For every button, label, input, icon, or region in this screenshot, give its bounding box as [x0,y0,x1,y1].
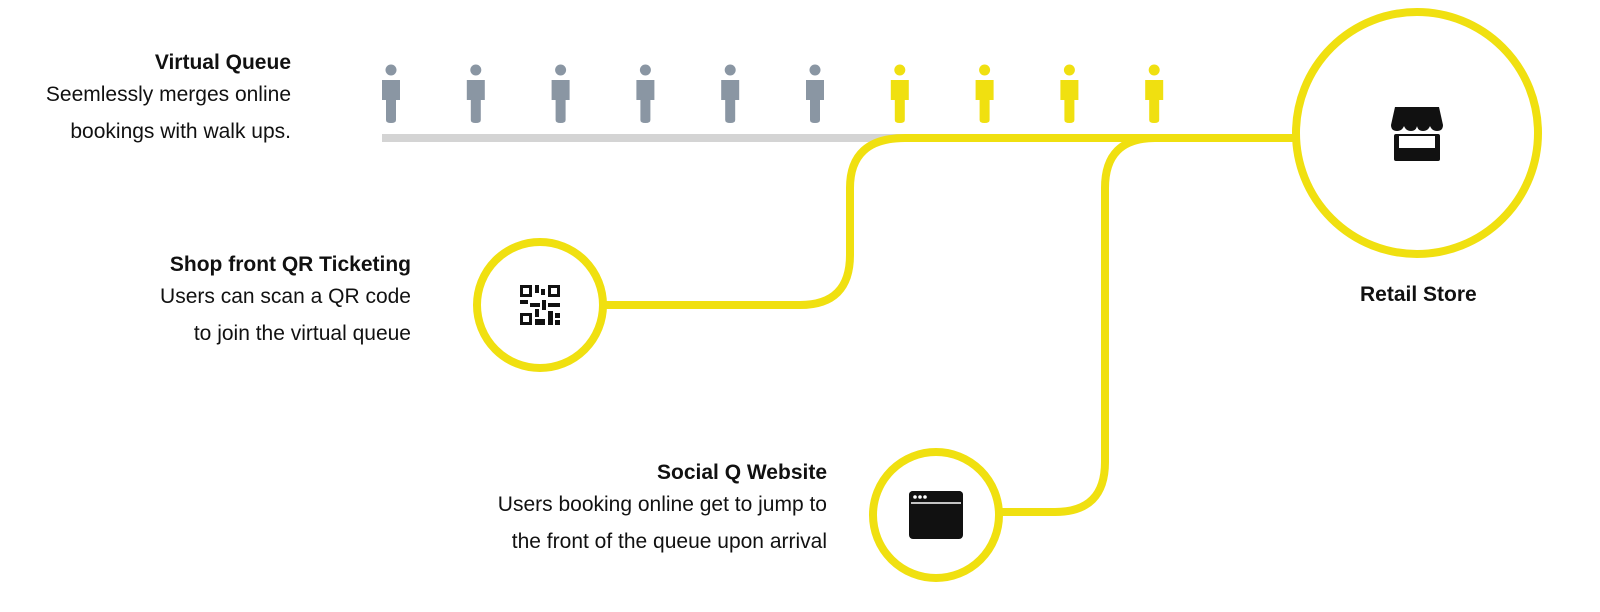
virtual-queue-caption: Virtual Queue Seemlessly merges online b… [46,50,291,150]
qr-code-icon [520,285,560,325]
retail-store-label: Retail Store [1360,283,1477,306]
queue-person-icon [890,64,909,123]
queue-person-icon [975,64,994,123]
queue-person-icon [551,64,570,123]
virtual-queue-title: Virtual Queue [154,51,291,74]
virtual-queue-desc-line-2: bookings with walk ups. [70,120,291,143]
queue-person-icon [1060,64,1079,123]
storefront-icon [1391,107,1443,161]
qr-ticketing-desc-line-1: Users can scan a QR code [160,285,411,308]
queue-person-icon [466,64,485,123]
queue-person-icon [1145,64,1164,123]
qr-ticketing-caption: Shop front QR Ticketing Users can scan a… [160,252,411,352]
website-title: Social Q Website [657,461,827,484]
virtual-queue-desc-line-1: Seemlessly merges online [45,83,291,106]
queue-people [382,64,1164,123]
queue-person-icon [721,64,740,123]
browser-window-icon [909,491,963,539]
qr-ticketing-title: Shop front QR Ticketing [169,253,411,276]
website-desc-line-2: the front of the queue upon arrival [511,530,827,553]
queue-person-icon [382,64,400,123]
queue-person-icon [636,64,655,123]
qr-connector-line [606,134,906,309]
store-node-circle [1292,8,1542,258]
website-connector-line [1002,134,1156,516]
website-caption: Social Q Website Users booking online ge… [498,460,827,560]
queue-person-icon [806,64,824,123]
website-desc-line-1: Users booking online get to jump to [497,493,827,516]
qr-ticketing-desc-line-2: to join the virtual queue [193,322,411,345]
